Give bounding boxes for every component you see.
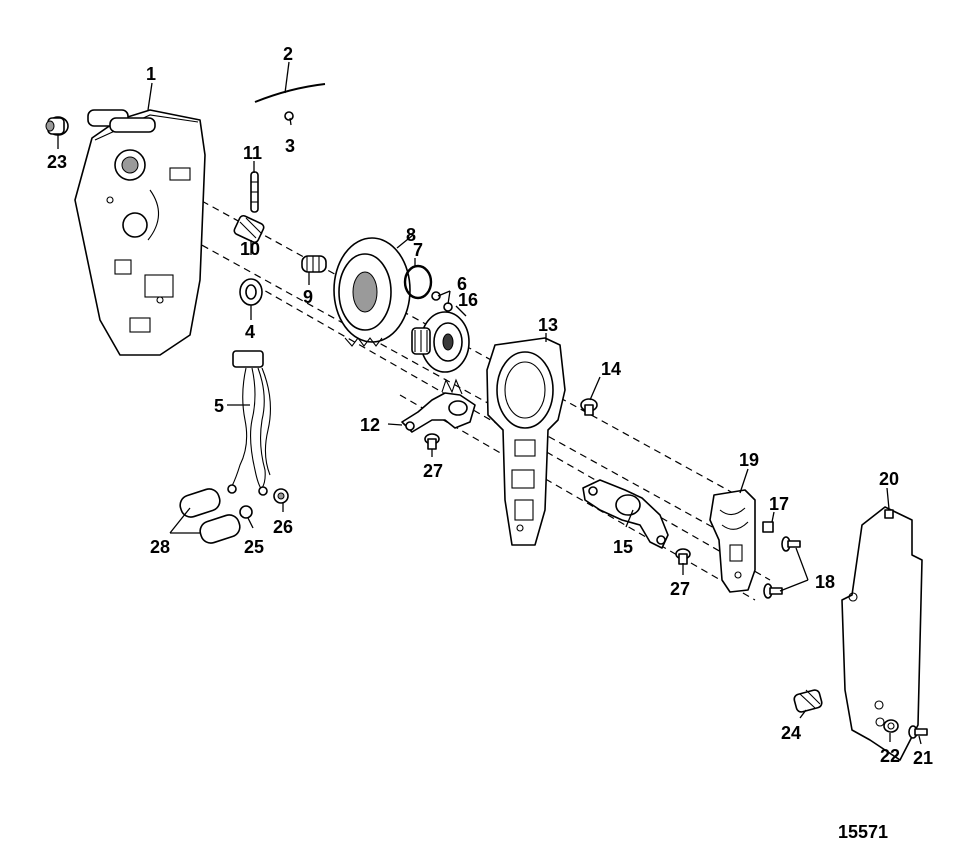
callout-27-upper: 27 <box>423 461 443 481</box>
callout-12: 12 <box>360 415 380 435</box>
part-16-gear-assembly <box>411 311 470 373</box>
part-15-arm <box>582 479 669 549</box>
callout-20: 20 <box>879 469 899 489</box>
callout-27-lower: 27 <box>670 579 690 599</box>
callout-10: 10 <box>240 239 260 259</box>
part-24-clip <box>793 689 823 713</box>
callout-26: 26 <box>273 517 293 537</box>
part-14-screw <box>580 398 598 416</box>
callout-4: 4 <box>245 322 255 342</box>
callout-24: 24 <box>781 723 801 743</box>
part-21-screw <box>908 725 928 739</box>
part-20-cover-plate <box>841 506 923 761</box>
part-12-lever <box>401 378 476 433</box>
part-9-spring <box>301 255 327 273</box>
callout-17: 17 <box>769 494 789 514</box>
part-11-pin <box>250 171 259 213</box>
part-13-frame <box>486 337 566 546</box>
callout-21: 21 <box>913 748 933 768</box>
callout-6: 6 <box>457 274 467 294</box>
callout-22: 22 <box>880 746 900 766</box>
part-2-wire <box>254 83 326 103</box>
part-23-bushing <box>45 116 69 136</box>
callout-13: 13 <box>538 315 558 335</box>
callout-16: 16 <box>458 290 478 310</box>
part-19-bracket <box>709 489 756 593</box>
part-17-nut <box>762 521 774 533</box>
callout-25: 25 <box>244 537 264 557</box>
part-25-cap <box>239 505 253 519</box>
part-22-washer <box>883 719 899 733</box>
part-3-ball <box>284 111 294 121</box>
callout-18: 18 <box>815 572 835 592</box>
part-18-screws <box>763 536 801 599</box>
callout-14: 14 <box>601 359 621 379</box>
callout-3: 3 <box>285 136 295 156</box>
callout-7: 7 <box>413 240 423 260</box>
part-5-wire-harness <box>227 350 271 496</box>
part-6-balls <box>431 291 453 312</box>
part-8-cam-disk <box>333 237 411 347</box>
part-26-nut <box>273 488 289 504</box>
callout-labels: 1 2 3 23 11 10 9 4 8 7 6 16 13 14 12 27 … <box>47 44 933 768</box>
callout-leader-lines <box>57 61 922 745</box>
callout-28: 28 <box>150 537 170 557</box>
part-10-gear <box>233 214 265 244</box>
callout-8: 8 <box>406 225 416 245</box>
part-28-sleeves <box>179 488 241 544</box>
callout-2: 2 <box>283 44 293 64</box>
figure-number: 15571 <box>838 822 888 842</box>
callout-11: 11 <box>243 143 262 163</box>
callout-9: 9 <box>303 287 313 307</box>
part-27-screw-lower <box>675 548 691 565</box>
callout-1: 1 <box>146 64 156 84</box>
callout-19: 19 <box>739 450 759 470</box>
callout-23: 23 <box>47 152 67 172</box>
part-27-screw-upper <box>424 433 440 450</box>
part-7-o-ring <box>403 264 433 300</box>
part-4-washer <box>239 278 263 306</box>
callout-15: 15 <box>613 537 633 557</box>
part-1-housing <box>74 109 206 356</box>
callout-5: 5 <box>214 396 224 416</box>
